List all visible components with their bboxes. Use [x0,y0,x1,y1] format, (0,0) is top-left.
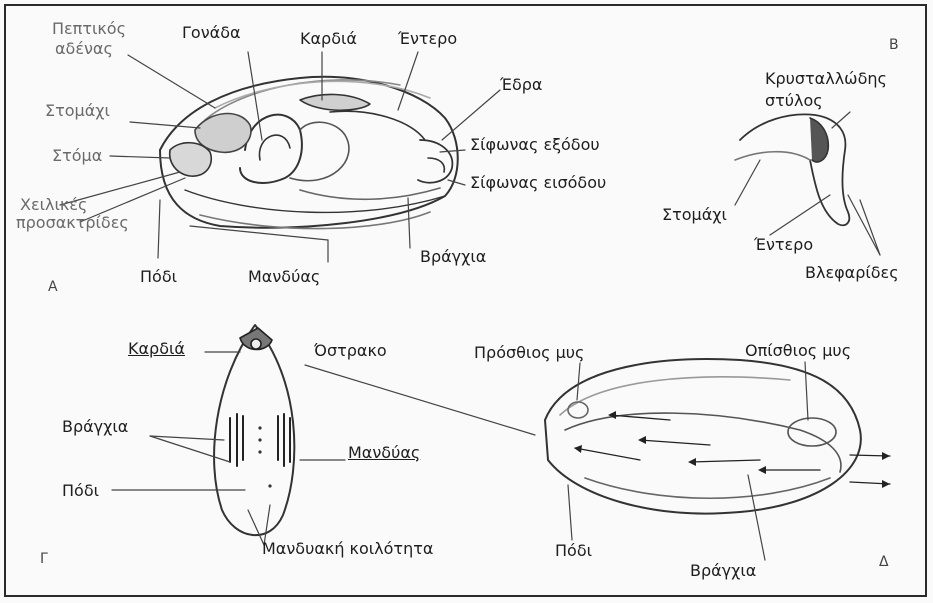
label-stomach-a: Στομάχι [45,102,110,120]
label-heart-a: Καρδιά [300,30,357,48]
label-mantle-c: Μανδύας [348,444,420,462]
label-digestive-gland-1: Πεπτικός [52,20,126,38]
panel-label-a: Α [48,278,58,296]
label-exhalant-siphon: Σίφωνας εξόδου [470,136,600,154]
label-gills-d: Βράγχια [690,562,756,580]
label-gonad: Γονάδα [182,24,241,42]
label-shell: Όστρακο [314,342,387,360]
panel-b-drawing [735,112,880,255]
label-foot-d: Πόδι [555,542,592,560]
label-cilia: Βλεφαρίδες [805,264,899,282]
panel-label-d: Δ [879,553,889,571]
label-inhalant-siphon: Σίφωνας εισόδου [470,174,606,192]
label-posterior-muscle: Οπίσθιος μυς [745,342,851,360]
label-intestine-b: Έντερο [754,236,813,254]
label-labial-palps-2: προσακτρίδες [16,214,129,232]
label-crystalline-style-1: Κρυσταλλώδης [765,70,887,88]
panel-d-drawing [545,359,890,560]
label-anterior-muscle: Πρόσθιος μυς [474,344,584,362]
label-foot-c: Πόδι [62,482,99,500]
label-heart-c: Καρδιά [128,340,185,358]
label-anus: Έδρα [500,76,542,94]
label-digestive-gland-2: αδένας [55,40,113,58]
label-mouth: Στόμα [52,147,102,165]
label-mantle-a: Μανδύας [248,268,320,286]
label-intestine-a: Έντερο [398,30,457,48]
panel-label-c: Γ [40,550,48,568]
label-labial-palps-1: Χειλικές [20,196,87,214]
label-gills-c: Βράγχια [62,418,128,436]
label-crystalline-style-2: στύλος [765,92,823,110]
label-mantle-cavity: Μανδυακή κοιλότητα [262,540,433,558]
label-foot-a: Πόδι [140,268,177,286]
label-gills-a: Βράγχια [420,248,486,266]
panel-label-b: Β [889,36,899,54]
label-stomach-b: Στομάχι [662,206,727,224]
